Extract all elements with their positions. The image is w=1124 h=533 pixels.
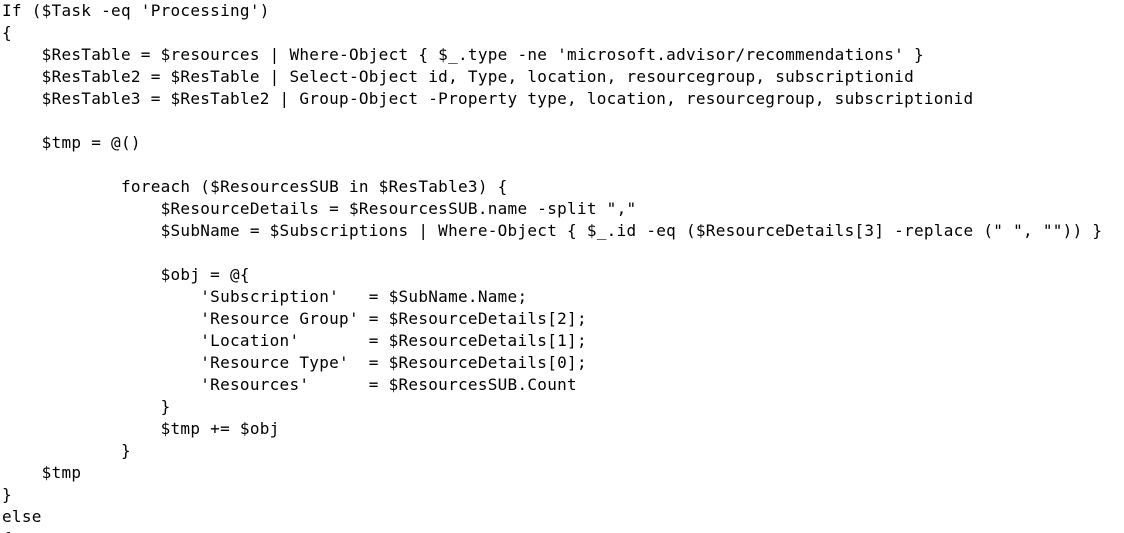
code-line: $ResTable3 = $ResTable2 | Group-Object -… [2,89,974,108]
code-line: 'Resource Group' = $ResourceDetails[2]; [2,309,587,328]
code-line: $obj = @{ [2,265,250,284]
code-line [2,242,1122,264]
code-line: else [2,507,42,526]
code-line: $ResTable = $resources | Where-Object { … [2,45,924,64]
code-line: 'Location' = $ResourceDetails[1]; [2,331,587,350]
code-line: 'Resources' = $ResourcesSUB.Count [2,375,577,394]
code-line: 'Subscription' = $SubName.Name; [2,287,528,306]
code-line: $tmp += $obj [2,419,280,438]
code-line: $ResTable2 = $ResTable | Select-Object i… [2,67,914,86]
code-line: { [2,528,1122,533]
code-line: } [2,441,131,460]
code-line: } [2,485,12,504]
code-line [2,154,1122,176]
code-line: 'Resource Type' = $ResourceDetails[0]; [2,353,587,372]
code-line: If ($Task -eq 'Processing') [2,1,270,20]
code-line: $ResourceDetails = $ResourcesSUB.name -s… [2,199,637,218]
code-line: foreach ($ResourcesSUB in $ResTable3) { [2,177,508,196]
code-line [2,110,1122,132]
code-line: { [2,23,12,42]
code-line: } [2,397,171,416]
code-line: $tmp [2,463,82,482]
code-line: $tmp = @() [2,133,141,152]
code-line: $SubName = $Subscriptions | Where-Object… [2,221,1103,240]
